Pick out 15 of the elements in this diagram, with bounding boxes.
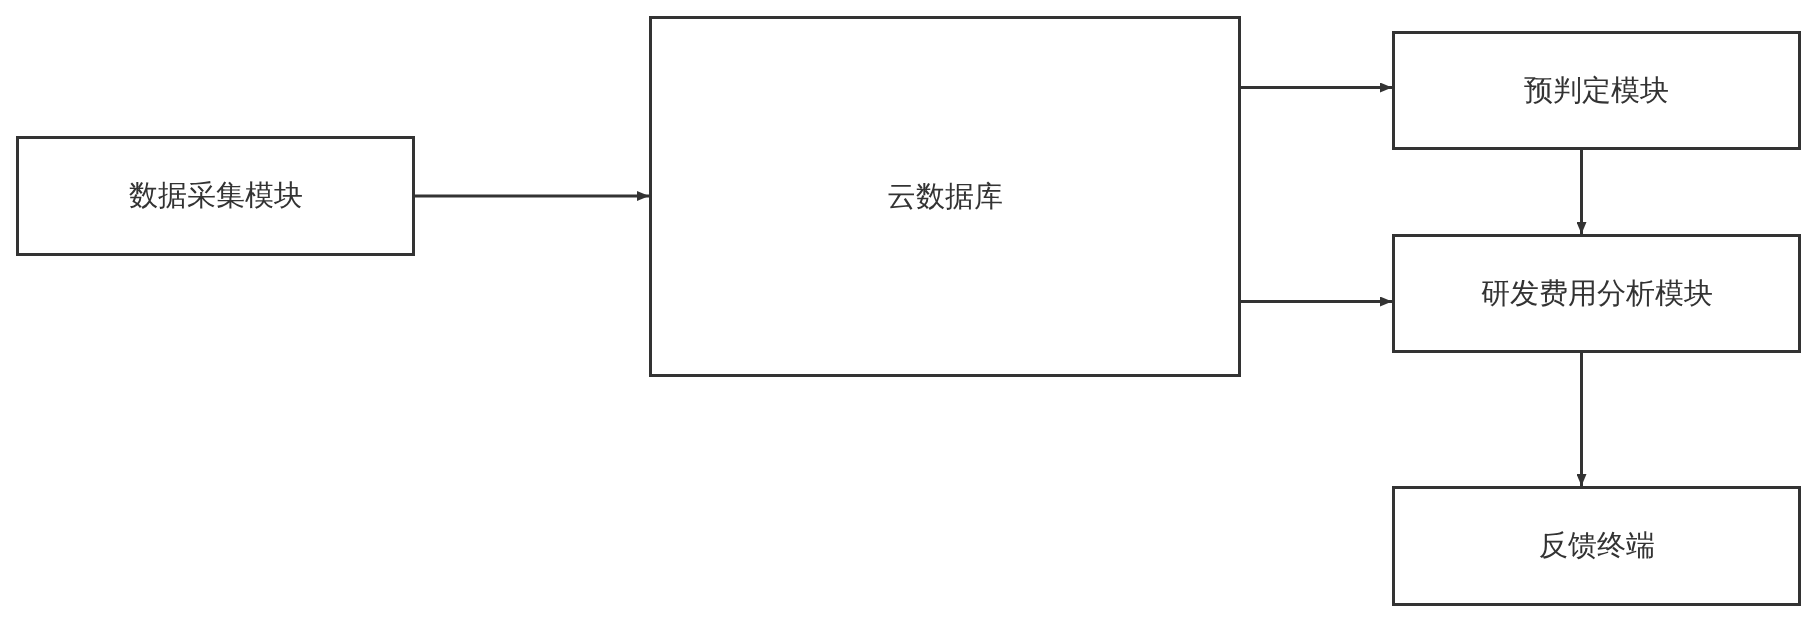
node-label: 预判定模块 (1524, 71, 1669, 109)
node-label: 数据采集模块 (128, 177, 303, 214)
arrow (1576, 150, 1587, 234)
process-box (1392, 486, 1801, 606)
process-box (16, 136, 415, 256)
node-label: 研发费用分析模块 (1480, 274, 1713, 312)
arrow (1241, 82, 1392, 93)
arrow (415, 191, 649, 201)
process-box (1392, 31, 1801, 150)
database-box (649, 16, 1241, 377)
arrow (1576, 353, 1587, 486)
node-label: 反馈终端 (1538, 527, 1655, 564)
node-label: 云数据库 (887, 177, 1003, 215)
process-box (1392, 234, 1801, 353)
arrow (1241, 296, 1392, 307)
